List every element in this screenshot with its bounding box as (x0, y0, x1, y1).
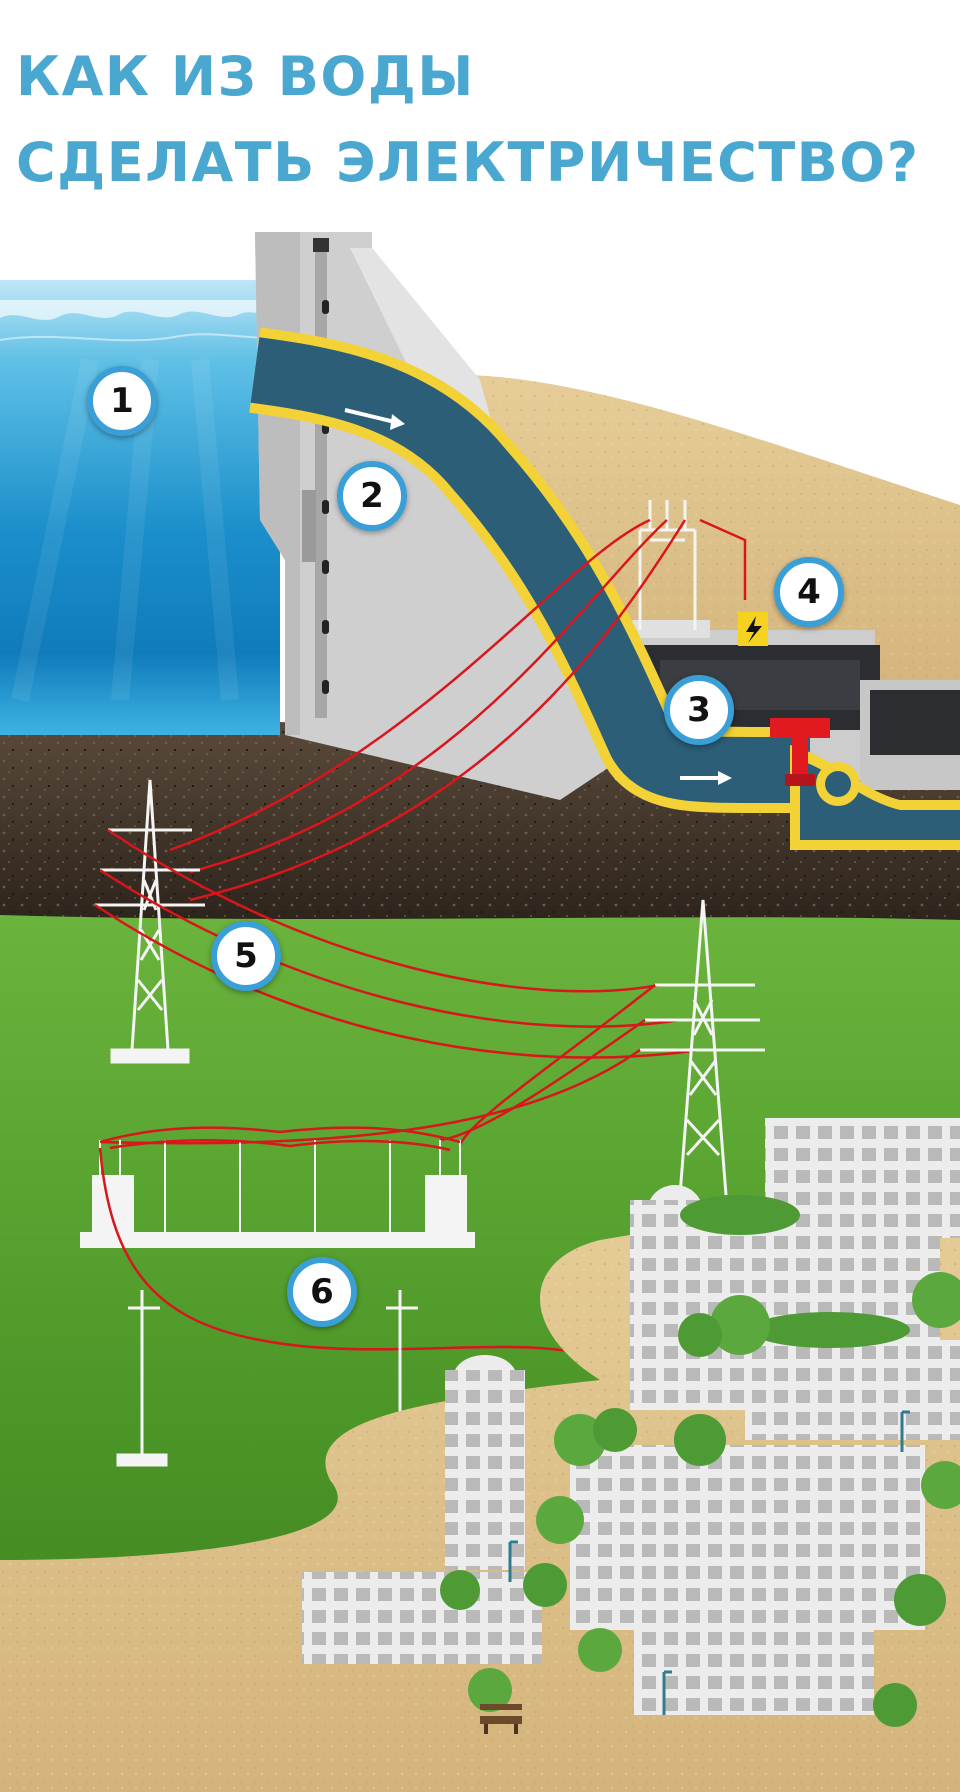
title-line-1: КАК ИЗ ВОДЫ (16, 45, 475, 108)
upper-power-lines (169, 518, 747, 902)
step-4-badge: 4 (774, 557, 844, 627)
title-line-2: СДЕЛАТЬ ЭЛЕКТРИЧЕСТВО? (16, 131, 920, 194)
street-lamps (508, 1410, 910, 1715)
substation-feed-lines (99, 984, 656, 1146)
park-bench (480, 1704, 522, 1734)
flow-arrow-top (344, 408, 396, 424)
generator (770, 718, 830, 738)
high-voltage-icon (738, 612, 768, 646)
step-5-badge: 5 (211, 921, 281, 991)
pylon-2 (640, 899, 765, 1196)
penstock (250, 337, 810, 803)
step-3-badge: 3 (664, 675, 734, 745)
step-6-badge: 6 (287, 1257, 357, 1327)
step-1-badge: 1 (87, 366, 157, 436)
city-trees (440, 1195, 960, 1727)
mid-power-lines (94, 828, 701, 1059)
step-2-badge: 2 (337, 461, 407, 531)
roof-gantry (638, 500, 697, 630)
reservoir-water (0, 280, 280, 735)
pylon-1 (95, 779, 205, 1064)
